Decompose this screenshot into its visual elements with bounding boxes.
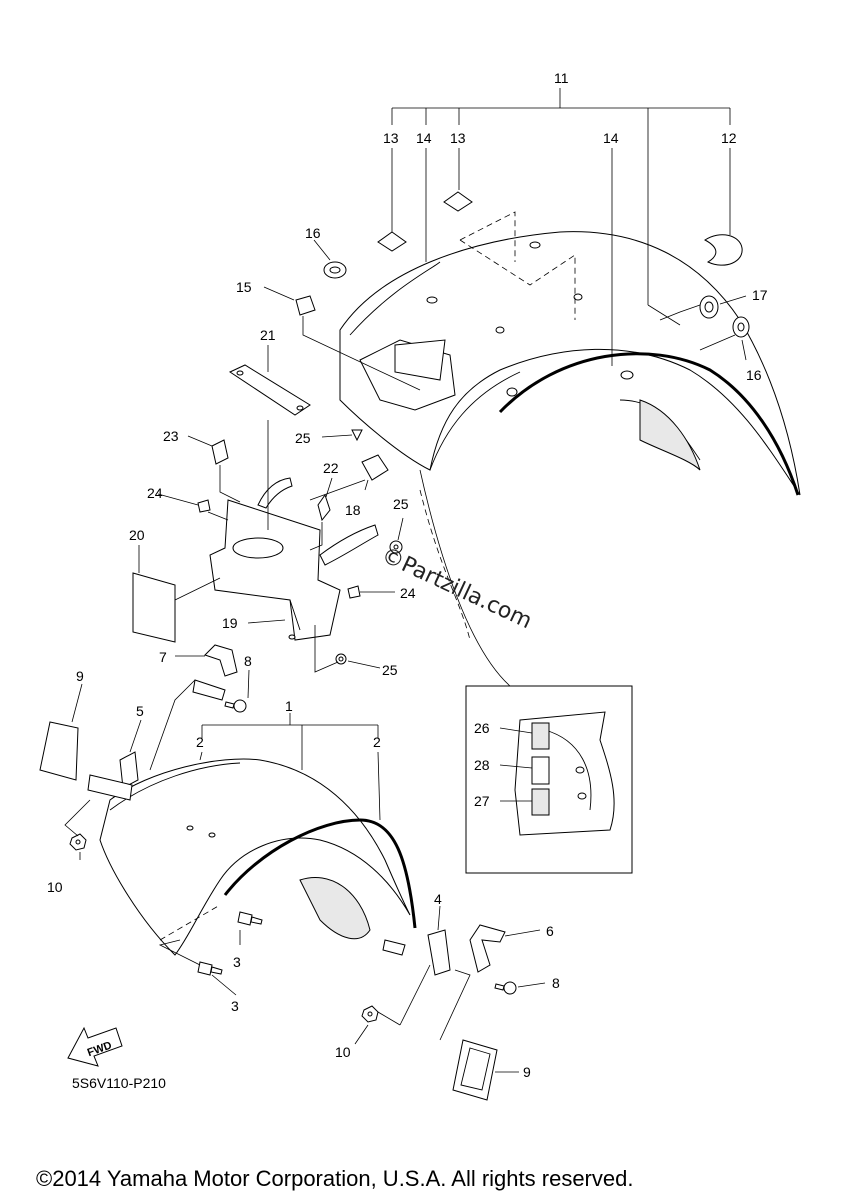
reflector-12 bbox=[704, 234, 743, 266]
label-24a: 24 bbox=[147, 485, 163, 501]
label-24b: 24 bbox=[400, 585, 416, 601]
label-28: 28 bbox=[474, 757, 490, 773]
grommet-17 bbox=[699, 295, 719, 319]
label-4: 4 bbox=[434, 891, 442, 907]
label-9b: 9 bbox=[523, 1064, 531, 1080]
bolt-3-lower bbox=[197, 961, 223, 976]
pad-24-lower bbox=[347, 585, 361, 599]
rear-fender bbox=[339, 211, 801, 496]
label-8a: 8 bbox=[244, 653, 252, 669]
label-2b: 2 bbox=[373, 734, 381, 750]
pad-22 bbox=[317, 493, 331, 522]
bolt-8-lower bbox=[494, 981, 517, 995]
label-26: 26 bbox=[474, 720, 490, 736]
label-14b: 14 bbox=[603, 130, 619, 146]
bracket-7 bbox=[204, 644, 238, 677]
label-2a: 2 bbox=[196, 734, 204, 750]
label-9a: 9 bbox=[76, 668, 84, 684]
clip-15 bbox=[295, 295, 316, 316]
label-14a: 14 bbox=[416, 130, 432, 146]
nut-10-left bbox=[69, 833, 87, 851]
grommet-16-right bbox=[732, 316, 750, 338]
nut-25-c bbox=[335, 653, 347, 665]
bracket-5-plate bbox=[87, 774, 133, 801]
label-3a: 3 bbox=[233, 954, 241, 970]
front-fender bbox=[99, 758, 417, 956]
leader-lines bbox=[64, 88, 747, 1073]
label-17: 17 bbox=[752, 287, 768, 303]
callout-labels: 11 13 14 13 14 12 16 15 17 21 16 23 25 2… bbox=[47, 70, 768, 1080]
label-21: 21 bbox=[260, 327, 276, 343]
bracket-6 bbox=[469, 924, 506, 973]
pad-23 bbox=[211, 439, 229, 465]
label-20: 20 bbox=[129, 527, 145, 543]
label-11: 11 bbox=[554, 70, 569, 86]
plate-21 bbox=[228, 364, 311, 416]
label-13b: 13 bbox=[450, 130, 466, 146]
label-7: 7 bbox=[159, 649, 167, 665]
grommet-16-top bbox=[323, 261, 347, 279]
bracket-4 bbox=[427, 929, 451, 976]
label-16-right: 16 bbox=[746, 367, 762, 383]
label-16-top: 16 bbox=[305, 225, 321, 241]
label-18: 18 bbox=[345, 502, 361, 518]
label-25c: 25 bbox=[382, 662, 398, 678]
reflector-9-lower bbox=[452, 1039, 498, 1101]
label-15: 15 bbox=[236, 279, 252, 295]
label-23: 23 bbox=[163, 428, 179, 444]
label-6: 6 bbox=[546, 923, 554, 939]
label-5: 5 bbox=[136, 703, 144, 719]
label-13a: 13 bbox=[383, 130, 399, 146]
emblem-13-lower bbox=[377, 231, 407, 252]
reflector-9-upper bbox=[39, 721, 79, 781]
label-1: 1 bbox=[285, 698, 293, 714]
detail-inset bbox=[465, 685, 633, 874]
nut-10-right bbox=[361, 1005, 379, 1023]
label-19: 19 bbox=[222, 615, 238, 631]
label-3b: 3 bbox=[231, 998, 239, 1014]
label-22: 22 bbox=[323, 460, 339, 476]
emblem-13-upper bbox=[443, 191, 473, 212]
label-8b: 8 bbox=[552, 975, 560, 991]
label-10b: 10 bbox=[335, 1044, 351, 1060]
label-12: 12 bbox=[721, 130, 737, 146]
label-25a: 25 bbox=[295, 430, 311, 446]
label-25b: 25 bbox=[393, 496, 409, 512]
copyright-notice: ©2014 Yamaha Motor Corporation, U.S.A. A… bbox=[36, 1166, 633, 1191]
screw-25-a bbox=[351, 429, 363, 442]
pad-24-upper bbox=[197, 499, 211, 513]
figure-code: 5S6V110-P210 bbox=[72, 1075, 166, 1091]
label-27: 27 bbox=[474, 793, 490, 809]
fwd-arrow-icon bbox=[67, 1026, 123, 1067]
pad-18 bbox=[361, 454, 389, 481]
license-bracket-19 bbox=[209, 477, 379, 641]
nut-25-b bbox=[389, 540, 403, 554]
bracket-5 bbox=[119, 751, 139, 789]
bolt-3-upper bbox=[237, 911, 263, 926]
bolt-8-upper bbox=[224, 699, 247, 713]
label-10a: 10 bbox=[47, 879, 63, 895]
license-plate-20 bbox=[132, 572, 176, 643]
